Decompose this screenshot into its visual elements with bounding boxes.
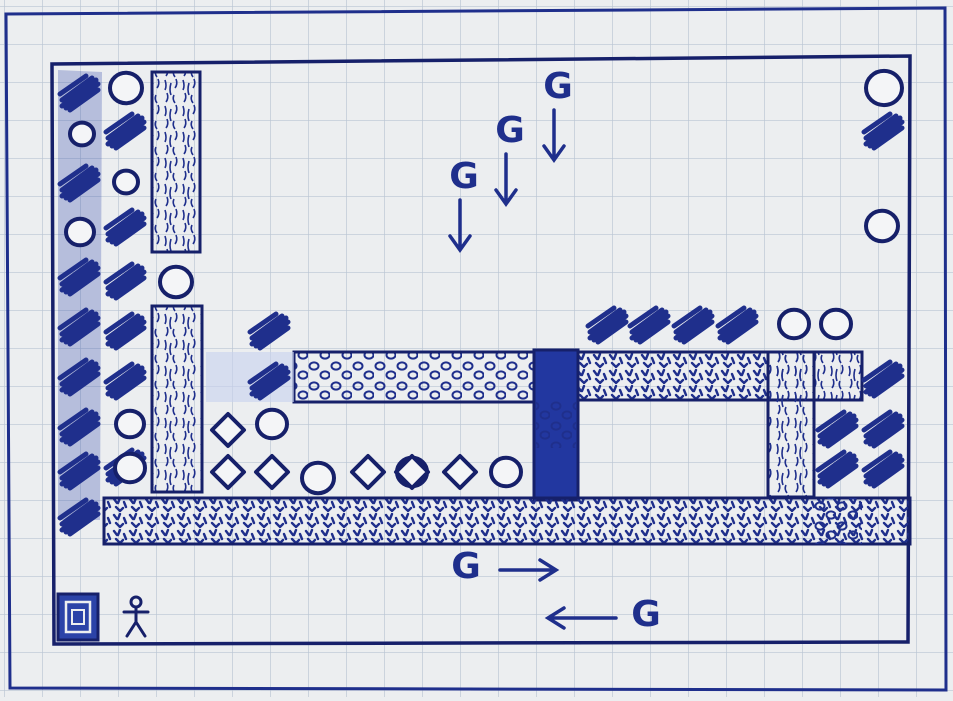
ring-icon[interactable]	[821, 310, 851, 339]
speckled-platform	[578, 352, 768, 400]
ring-icon[interactable]	[160, 267, 192, 297]
ring-icon[interactable]	[110, 73, 142, 103]
wood-pillar-lower	[152, 306, 202, 492]
ghost-label: G	[631, 594, 661, 635]
ring-icon[interactable]	[491, 458, 521, 487]
floor-dotted-tile	[814, 498, 862, 544]
wood-pillar-right	[768, 352, 814, 497]
ghost-label: G	[543, 66, 573, 107]
ring-icon[interactable]	[70, 123, 94, 146]
wood-pillar-upper	[152, 72, 200, 252]
dotted-platform	[294, 352, 534, 402]
dotted-block	[536, 400, 576, 448]
ghost-label: G	[451, 546, 481, 587]
ghost-label: G	[449, 156, 479, 197]
ring-icon[interactable]	[116, 411, 144, 438]
ring-icon[interactable]	[779, 310, 809, 339]
ghost-label: G	[495, 110, 525, 151]
ring-icon[interactable]	[302, 463, 334, 493]
ring-icon[interactable]	[866, 211, 898, 241]
ring-icon[interactable]	[866, 71, 902, 105]
main-floor	[104, 498, 910, 544]
ring-icon[interactable]	[115, 454, 145, 483]
ring-icon[interactable]	[257, 410, 287, 439]
ring-icon[interactable]	[66, 219, 94, 246]
ring-icon[interactable]	[114, 171, 138, 194]
exit-door-icon[interactable]	[58, 594, 98, 640]
